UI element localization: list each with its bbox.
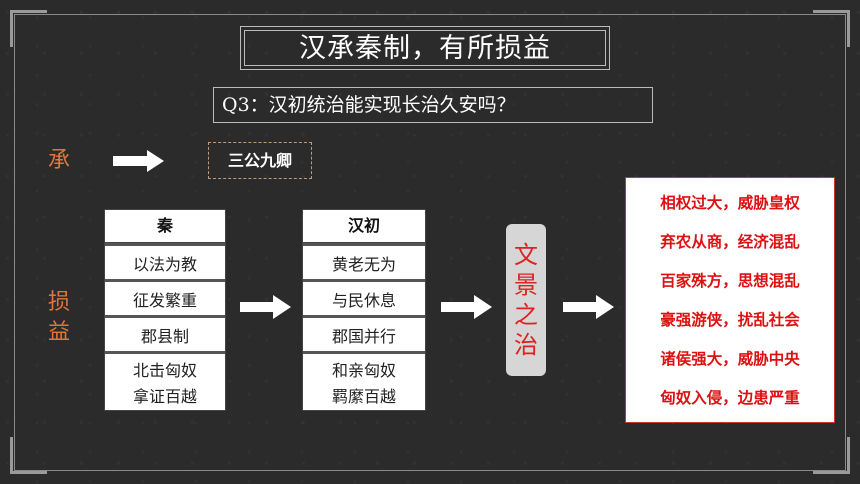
qin-row-line: 北击匈奴 [132, 361, 197, 380]
han-row-line: 羁縻百越 [331, 387, 396, 406]
issue-item: 匈奴入侵，边患严重 [660, 389, 800, 407]
han-row: 郡国并行 [303, 315, 425, 351]
label-cheng: 承 [48, 148, 71, 173]
corner-ornament [10, 10, 47, 47]
result-char: 治 [514, 331, 538, 359]
page-title: 汉承秦制，有所损益 [244, 30, 606, 66]
label-sun: 损 [48, 290, 71, 315]
qin-row-line: 拿证百越 [132, 387, 197, 406]
qin-row: 征发繁重 [105, 279, 225, 315]
result-char: 景 [514, 271, 538, 299]
label-yi: 益 [48, 320, 71, 345]
inherit-tag: 三公九卿 [208, 142, 312, 179]
han-row: 黄老无为 [303, 243, 425, 279]
han-header: 汉初 [303, 210, 425, 243]
qin-row: 以法为教 [105, 243, 225, 279]
issue-item: 弃农从商，经济混乱 [660, 233, 800, 251]
corner-ornament [813, 10, 850, 47]
result-char: 文 [514, 241, 538, 269]
issue-item: 豪强游侠，扰乱社会 [660, 311, 800, 329]
qin-row: 郡县制 [105, 315, 225, 351]
title-box: 汉承秦制，有所损益 [240, 26, 610, 70]
wenjing-result: 文 景 之 治 [506, 224, 546, 376]
question-box: Q3：汉初统治能实现长治久安吗？ [213, 87, 653, 123]
han-row: 与民休息 [303, 279, 425, 315]
issue-item: 百家殊方，思想混乱 [660, 272, 800, 290]
issue-item: 诸侯强大，威胁中央 [660, 350, 800, 368]
issue-item: 相权过大，威胁皇权 [660, 194, 800, 212]
result-char: 之 [514, 301, 538, 329]
arrow-right-icon [441, 295, 492, 319]
issues-box: 相权过大，威胁皇权 弃农从商，经济混乱 百家殊方，思想混乱 豪强游侠，扰乱社会 … [625, 177, 835, 423]
qin-table: 秦 以法为教 征发繁重 郡县制 北击匈奴 拿证百越 [104, 209, 226, 411]
slide-frame [14, 14, 846, 471]
corner-ornament [813, 437, 850, 474]
han-row-multi: 和亲匈奴 羁縻百越 [303, 351, 425, 414]
arrow-right-icon [240, 295, 291, 319]
arrow-right-icon [563, 295, 614, 319]
arrow-right-icon [113, 150, 164, 172]
qin-header: 秦 [105, 210, 225, 243]
han-table: 汉初 黄老无为 与民休息 郡国并行 和亲匈奴 羁縻百越 [302, 209, 426, 411]
han-row-line: 和亲匈奴 [331, 361, 396, 380]
corner-ornament [10, 437, 47, 474]
qin-row-multi: 北击匈奴 拿证百越 [105, 351, 225, 414]
